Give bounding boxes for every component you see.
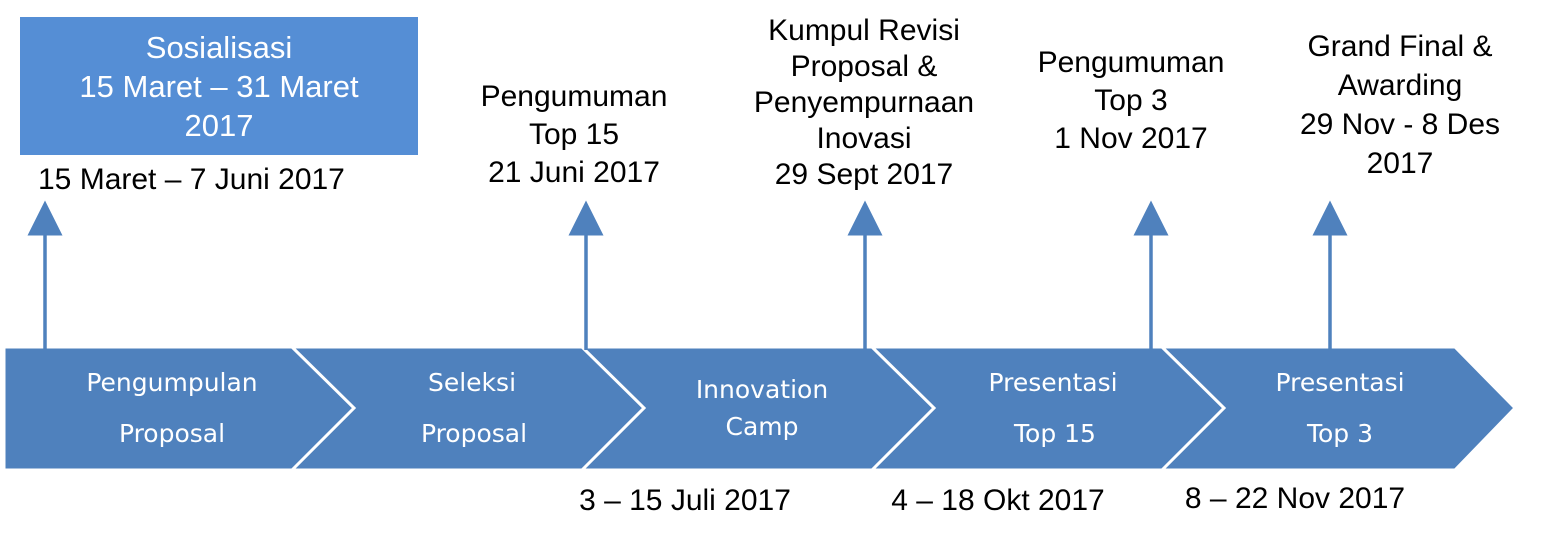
milestone-5-line-1: Grand Final &: [1307, 30, 1493, 63]
milestone-3-line-1: Kumpul Revisi: [768, 14, 960, 47]
phase-5-line-1: Presentasi: [1275, 368, 1404, 397]
chevron-1: [2, 345, 357, 472]
milestone-5-line-4: 2017: [1366, 147, 1434, 180]
milestone-label-5: Grand Final & Awarding 29 Nov - 8 Des 20…: [1282, 27, 1518, 183]
milestone-3-line-3: Penyempurnaan: [753, 86, 975, 119]
phase-date-presentasi-top-3: 8 – 22 Nov 2017: [1184, 482, 1406, 515]
sosialisasi-dates: 15 Maret – 31 Maret: [79, 69, 359, 104]
milestone-2-line-2: Top 15: [528, 118, 620, 151]
milestone-label-1: 15 Maret – 7 Juni 2017: [38, 161, 345, 199]
milestone-2-line-1: Pengumuman: [480, 80, 668, 113]
phase-5-line-2: Top 3: [1306, 419, 1373, 448]
phase-date-presentasi-top-15: 4 – 18 Okt 2017: [891, 484, 1105, 517]
milestone-label-3: Kumpul Revisi Proposal & Penyempurnaan I…: [741, 13, 987, 193]
milestone-4-line-3: 1 Nov 2017: [1054, 122, 1208, 155]
phase-1-line-2: Proposal: [119, 419, 225, 448]
milestone-3-line-5: 29 Sept 2017: [774, 158, 954, 191]
phase-4-line-2: Top 15: [1013, 419, 1096, 448]
sosialisasi-title: Sosialisasi: [145, 30, 293, 65]
phase-2-line-2: Proposal: [421, 419, 527, 448]
phase-2-line-1: Seleksi: [428, 368, 516, 397]
milestone-4-line-1: Pengumuman: [1037, 46, 1225, 79]
milestone-3-line-2: Proposal &: [790, 50, 938, 83]
phase-3-line-2: Camp: [726, 412, 799, 441]
phase-1-line-1: Pengumpulan: [86, 368, 257, 397]
milestone-5-line-2: Awarding: [1337, 69, 1463, 102]
milestone-label-2: Pengumuman Top 15 21 Juni 2017: [474, 78, 674, 192]
milestone-2-line-3: 21 Juni 2017: [488, 156, 660, 189]
phase-date-innovation-camp: 3 – 15 Juli 2017: [579, 484, 791, 517]
milestone-1-date: 15 Maret – 7 Juni 2017: [38, 163, 345, 196]
milestone-5-line-3: 29 Nov - 8 Des: [1299, 108, 1501, 141]
sosialisasi-year: 2017: [184, 108, 254, 143]
milestone-label-4: Pengumuman Top 3 1 Nov 2017: [1028, 44, 1234, 158]
milestone-4-line-2: Top 3: [1094, 84, 1168, 117]
phase-3-line-1: Innovation: [696, 375, 828, 404]
sosialisasi-box: Sosialisasi 15 Maret – 31 Maret 2017: [20, 17, 418, 155]
milestone-3-line-4: Inovasi: [816, 122, 912, 155]
phase-4-line-1: Presentasi: [988, 368, 1117, 397]
